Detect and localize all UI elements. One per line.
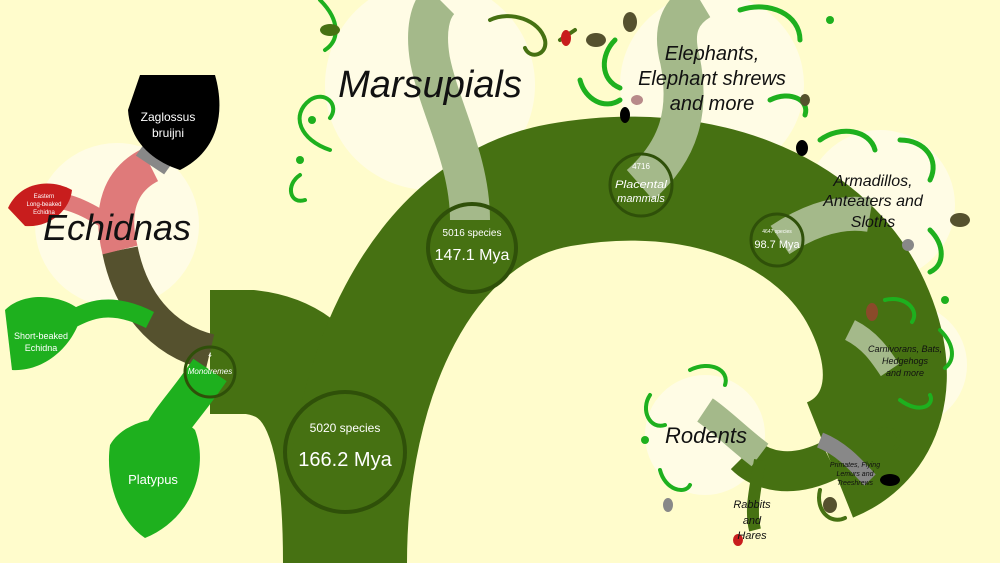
elephants-label-line2: Elephant shrews [638,68,786,90]
armadillo-curls [817,128,944,275]
leaf-icon [320,24,340,36]
monotremes-count: 4 [208,353,212,359]
leaf-icon [823,497,837,513]
carnivorans-label-line2: Hedgehogs [882,356,929,366]
leaf-icon [623,12,637,32]
primate-curls [817,427,901,522]
eastern-label-line3: Echidna [33,210,55,216]
root-species: 5020 species [310,421,381,435]
monotremes-name: Monotremes [188,367,232,376]
elephants-label-line3: and more [670,93,755,115]
rodent-curls [644,364,728,492]
marsupial-split-age: 147.1 Mya [435,247,510,264]
leaf-icon [631,95,643,105]
decorative-mini-trees [289,0,954,522]
primates-label-line1: Primates, Flying [830,462,880,469]
leaf-icon [800,94,810,106]
small-leaves [296,12,970,546]
leaf-icon [866,303,878,321]
leaf-icon [796,140,808,156]
echidna-inner-branch [98,148,159,255]
zaglossus-label-line1: Zaglossus [141,110,196,124]
marsupials-branch [408,0,490,221]
leaf-icon [902,239,914,251]
short-beaked-label-line1: Short-beaked [14,331,68,341]
leaf-icon [296,156,304,164]
rabbits-branch [746,459,766,532]
leaf-labels: Zaglossus bruijni Eastern Long-beaked Ec… [14,110,195,487]
node-labels: 5020 species 166.2 Mya 5016 species 147.… [188,162,801,471]
monotremes-node[interactable] [183,345,237,399]
rabbits-label-line1: Rabbits [733,499,771,511]
marsupial-split-species: 5016 species [443,228,502,239]
boreo-species: 4647 species [762,229,792,235]
short-beaked-leaf[interactable] [5,297,82,371]
rabbits-label-line2: and [743,515,762,527]
root-node[interactable] [283,390,407,514]
armadillos-label-line1: Armadillos, [832,173,912,190]
platypus-label: Platypus [128,472,178,487]
node-circles [183,152,805,514]
zaglossus-label-line2: bruijni [152,126,184,140]
clade-labels: Marsupials Echidnas Elephants, Elephant … [43,43,942,542]
monotreme-leaves [5,75,220,538]
primates-label-line2: Lemurs and [837,471,875,478]
marsupial-split-node[interactable] [426,202,518,294]
armadillos-label-line3: Sloths [851,214,895,231]
xenarthra-branch [770,196,873,255]
laurasiatheria-branch [844,320,900,377]
leaf-icon [733,534,743,546]
carnivorans-label-line3: and more [886,368,924,378]
eastern-echidna-leaf[interactable] [8,183,72,227]
rabbits-label-line3: Hares [737,530,767,542]
armadillos-label-line2: Anteaters and [822,193,924,210]
afrotheria-branch [626,0,712,201]
primates-label-line3: Treeshrews [837,480,874,487]
leaf-icon [641,436,649,444]
placental-spiral-branch [283,116,947,563]
boreo-age: 98.7 Mya [754,239,800,251]
leaf-icon [586,33,606,47]
leaf-icon [950,213,970,227]
leaf-icon [880,474,900,486]
euarchonta-branch [816,432,876,486]
short-beaked-label-line2: Echidna [25,343,58,353]
elephant-curls [577,4,809,118]
carnivoran-curls [883,297,954,410]
placental-node[interactable] [608,152,674,218]
placental-count: 4716 [632,162,650,171]
leaf-icon [826,16,834,24]
leaf-icon [620,107,630,123]
elephants-label-line1: Elephants, [665,43,760,65]
echidnas-label: Echidnas [43,207,191,248]
eastern-label-line1: Eastern [34,194,55,200]
root-age: 166.2 Mya [298,449,392,471]
leaf-icon [561,30,571,46]
zaglossus-leaf[interactable] [128,75,220,170]
platypus-leaf[interactable] [108,418,200,538]
short-beaked-branch [65,299,155,329]
placental-name-line1: Placental [615,179,668,191]
main-trunk [210,0,947,563]
leaf-icon [663,498,673,512]
boreo-node[interactable] [749,212,805,268]
placental-name-line2: mammals [617,193,665,205]
leaf-icon [941,296,949,304]
leaf-icon [308,116,316,124]
eastern-label-line2: Long-beaked [26,202,61,208]
rodents-label: Rodents [665,423,747,448]
marsupials-label: Marsupials [338,64,522,106]
carnivorans-label-line1: Carnivorans, Bats, [868,344,942,354]
rodents-branch [696,398,769,467]
